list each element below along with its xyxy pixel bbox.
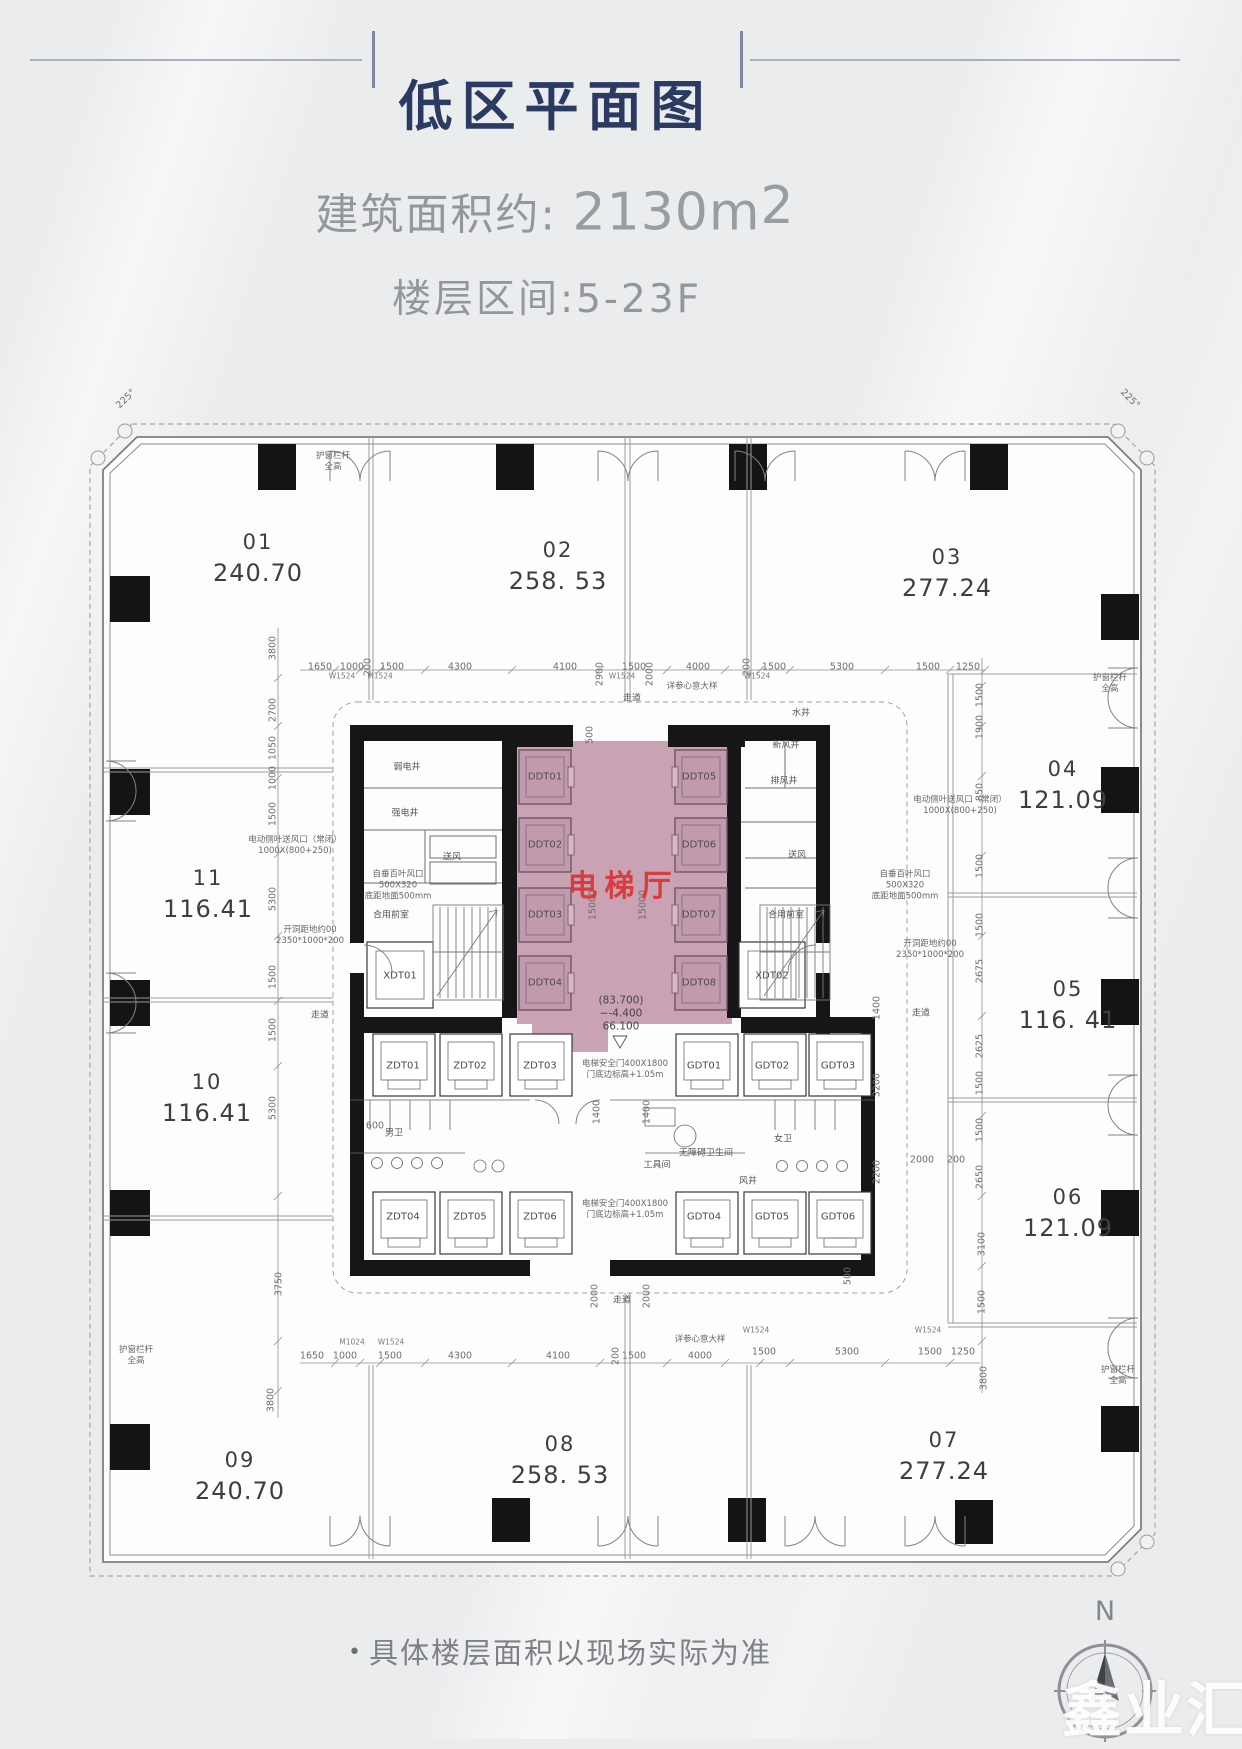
door-arcs xyxy=(105,450,1139,1547)
title-rule-left xyxy=(30,59,362,61)
floor-range-line: 楼层区间:5-23F xyxy=(391,277,703,322)
dimension-label: 225° xyxy=(114,387,138,411)
footer-note-text: 具体楼层面积以现场实际为准 xyxy=(368,1636,772,1670)
dimension-label: 225° xyxy=(1118,387,1142,411)
compass-icon xyxy=(1054,1640,1156,1742)
toilets xyxy=(350,1099,875,1173)
columns xyxy=(110,444,1139,1544)
page-title: 低区平面图 xyxy=(398,75,714,139)
floor-plan xyxy=(85,418,1170,1583)
core-walls xyxy=(350,725,875,1276)
watermark: 鑫业汇 xyxy=(1062,1676,1242,1746)
area-sup: 2 xyxy=(760,176,795,236)
bullet-icon: • xyxy=(348,1640,363,1665)
stairs xyxy=(432,904,831,1001)
footer-note: •具体楼层面积以现场实际为准 xyxy=(300,1630,820,1672)
title-bar-left xyxy=(372,31,375,88)
compass: N xyxy=(1040,1596,1170,1742)
building-area-line: 建筑面积约: 2130m2 xyxy=(0,176,1110,242)
area-value: 2130m xyxy=(572,182,761,243)
area-prefix: 建筑面积约: xyxy=(315,190,573,241)
title-rule-right xyxy=(750,59,1180,61)
compass-north-label: N xyxy=(1094,1596,1116,1627)
title-bar-right xyxy=(740,31,743,88)
plan-linework xyxy=(89,423,1156,1577)
